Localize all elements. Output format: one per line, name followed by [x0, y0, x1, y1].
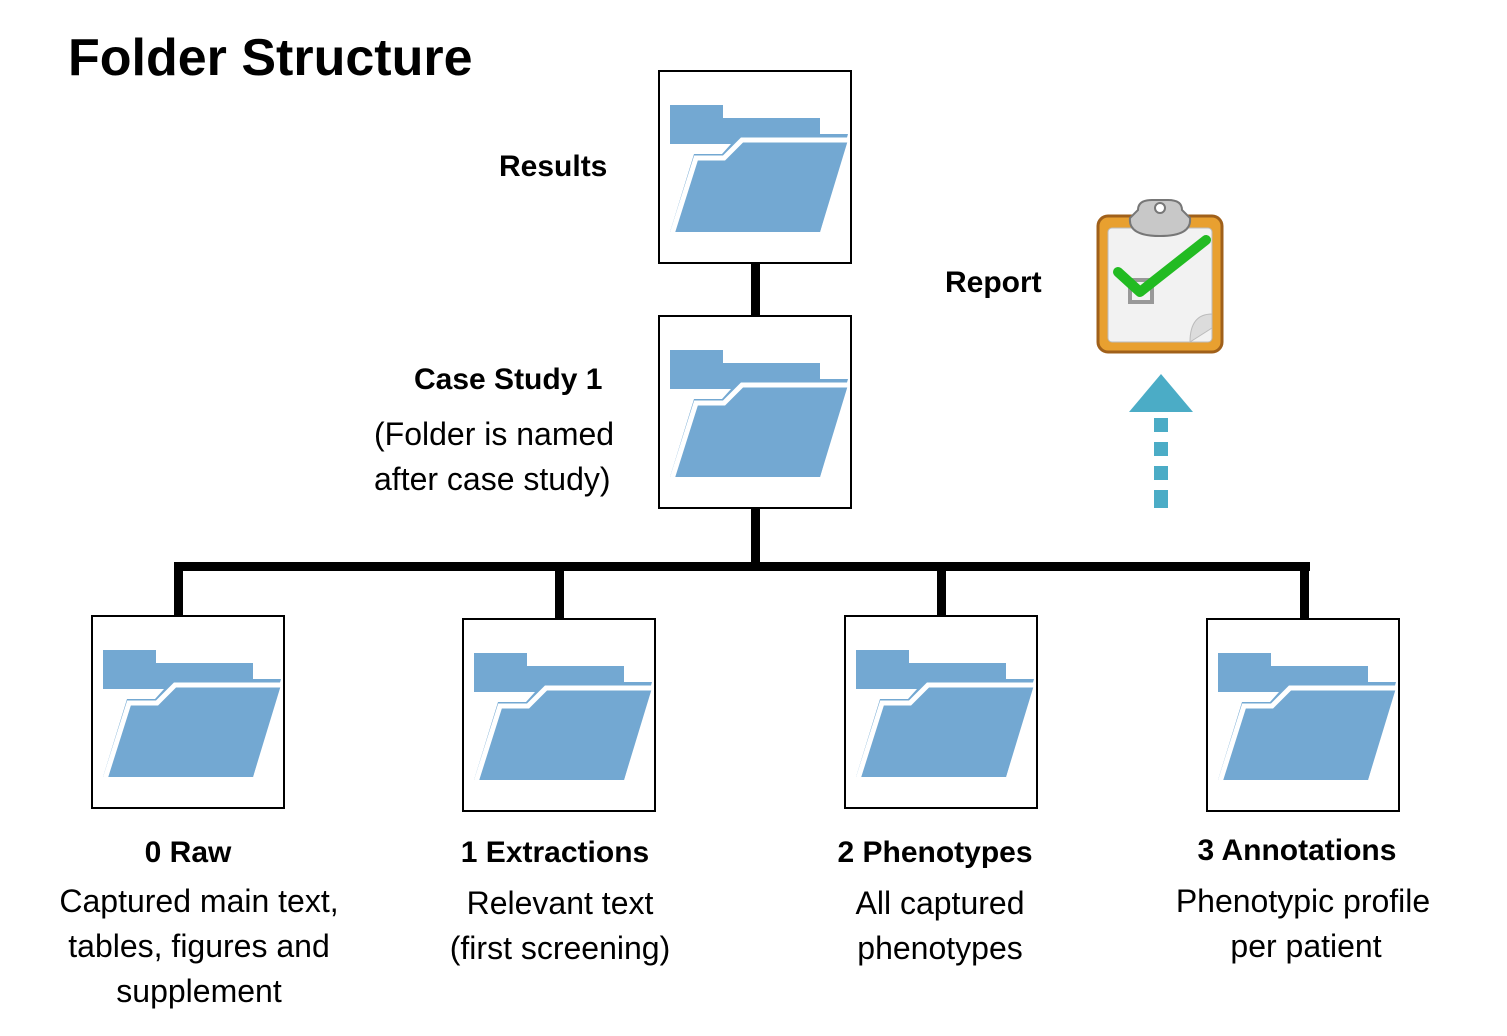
- folder-icon: [669, 350, 850, 480]
- connector-annotations: [1300, 566, 1309, 619]
- label-report: Report: [945, 266, 1042, 299]
- folder-results[interactable]: [658, 70, 852, 264]
- folder-phenotypes[interactable]: [844, 615, 1038, 809]
- label-raw: 0 Raw: [144, 836, 232, 869]
- folder-annotations[interactable]: [1206, 618, 1400, 812]
- folder-icon: [855, 650, 1036, 780]
- connector-case-trunk: [751, 509, 760, 566]
- folder-case-study[interactable]: [658, 315, 852, 509]
- extractions-desc-line2: (first screening): [449, 930, 671, 966]
- raw-desc-line1: Captured main text,: [59, 883, 339, 919]
- folder-extractions[interactable]: [462, 618, 656, 812]
- extractions-desc-line1: Relevant text: [466, 885, 654, 921]
- label-case-study: Case Study 1: [414, 363, 603, 396]
- folder-raw[interactable]: [91, 615, 285, 809]
- folder-icon: [473, 653, 654, 783]
- connector-extractions: [555, 566, 564, 619]
- label-results: Results: [499, 150, 608, 183]
- raw-desc-line2: tables, figures and: [68, 928, 330, 964]
- label-extractions: 1 Extractions: [460, 836, 650, 869]
- clipboard-check-icon[interactable]: [1094, 196, 1226, 358]
- diagram-title: Folder Structure: [68, 29, 473, 87]
- folder-icon: [1217, 653, 1398, 783]
- case-study-note-line1: (Folder is named: [374, 416, 615, 452]
- raw-desc-line3: supplement: [116, 973, 282, 1009]
- dashed-up-arrow-icon: [1129, 374, 1193, 508]
- label-annotations: 3 Annotations: [1197, 834, 1397, 867]
- phenotypes-desc-line2: phenotypes: [857, 930, 1023, 966]
- case-study-note-line2: after case study): [374, 461, 611, 497]
- folder-icon: [102, 650, 283, 780]
- folder-icon: [669, 105, 850, 235]
- annotations-desc-line1: Phenotypic profile: [1175, 883, 1431, 919]
- connector-results-case: [751, 264, 760, 316]
- label-phenotypes: 2 Phenotypes: [837, 836, 1033, 869]
- connector-raw: [174, 566, 183, 616]
- connector-horizontal: [174, 562, 1310, 571]
- connector-phenotypes: [937, 566, 946, 616]
- annotations-desc-line2: per patient: [1230, 928, 1382, 964]
- phenotypes-desc-line1: All captured: [855, 885, 1025, 921]
